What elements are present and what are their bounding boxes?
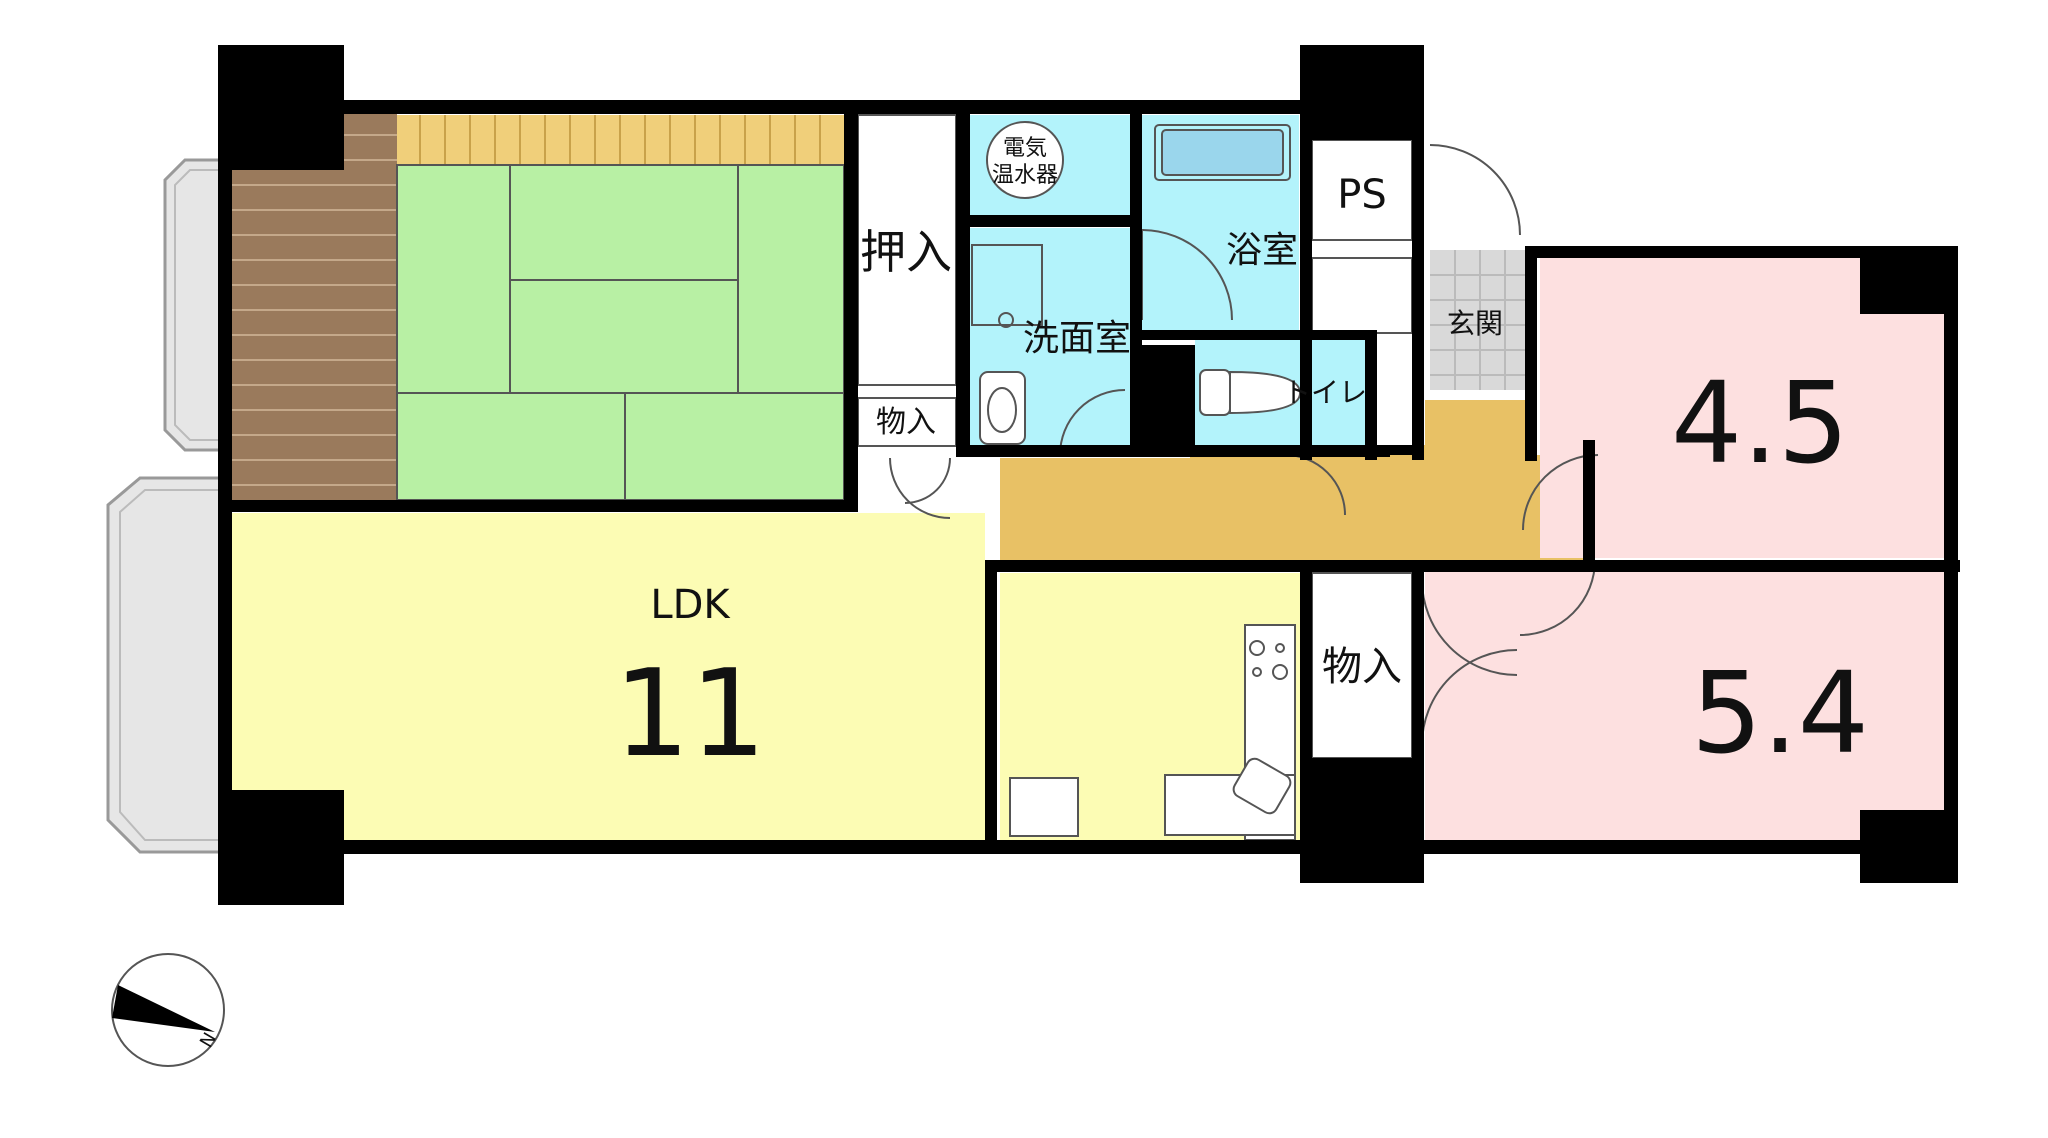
entrance — [1430, 250, 1525, 390]
compass: N — [111, 953, 225, 1067]
wood-floor-strip — [232, 112, 397, 500]
fixtures — [971, 121, 1302, 445]
kitchen-counter — [1009, 624, 1296, 841]
ps-label: PS — [1337, 172, 1387, 218]
ldk-room — [232, 513, 985, 840]
ldk-area-label: 11 — [614, 645, 767, 784]
tatami-edge-strip — [397, 115, 844, 165]
ldk-name-label: LDK — [650, 582, 731, 628]
water-heater-label-line2: 温水器 — [992, 163, 1058, 188]
balcony-lower — [106, 476, 230, 854]
shoe-closet — [1311, 257, 1413, 334]
corridor — [1000, 400, 1595, 560]
small-storage-label: 物入 — [876, 405, 936, 440]
water-heater-label-line1: 電気 — [1003, 136, 1047, 161]
oshiire-label: 押入 — [860, 225, 952, 279]
western-room-5-4 — [1425, 572, 1958, 840]
balcony-upper — [163, 158, 230, 452]
bathroom-label: 浴室 — [1226, 230, 1298, 271]
western-room-4-5-area: 4.5 — [1671, 359, 1849, 489]
washroom-label: 洗面室 — [1023, 318, 1131, 359]
walls — [218, 45, 1960, 905]
entrance-label: 玄関 — [1447, 307, 1503, 340]
western-room-5-4-area: 5.4 — [1691, 649, 1869, 779]
toilet-label: トイレ — [1283, 376, 1367, 409]
tatami-room — [396, 164, 845, 501]
hall-closet-label: 物入 — [1322, 644, 1402, 690]
small-storage — [857, 397, 957, 447]
